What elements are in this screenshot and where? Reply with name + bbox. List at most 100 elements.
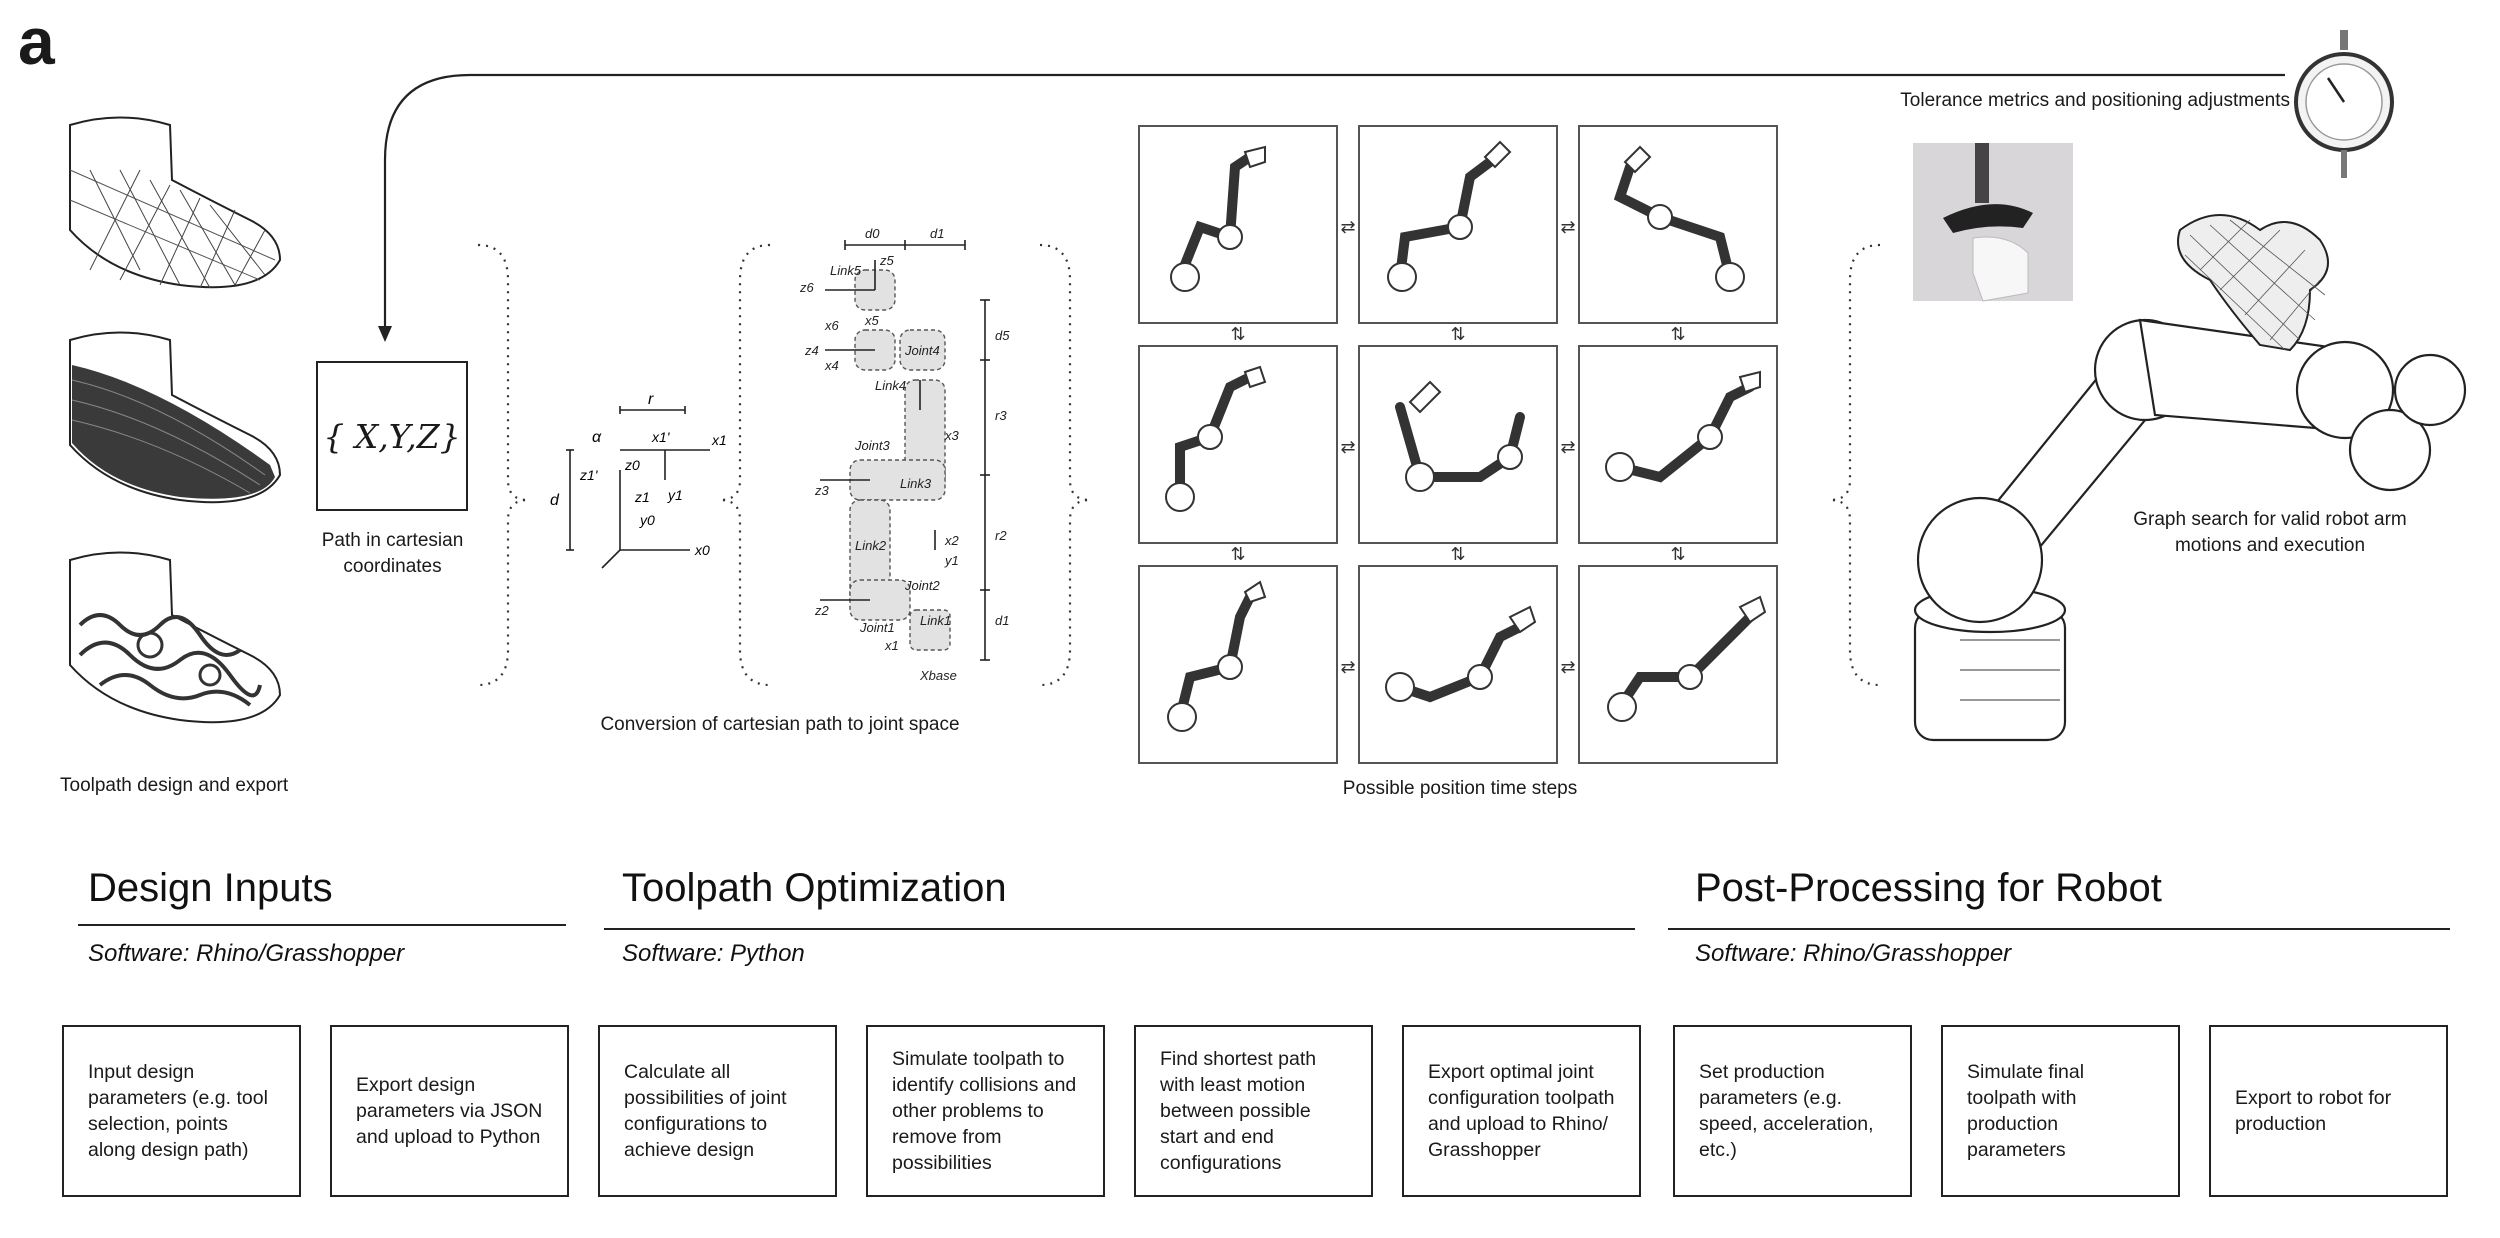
- step-text: Calculate all possibilities of joint con…: [624, 1061, 787, 1161]
- transition-arrow-icon: ⇄: [1560, 437, 1576, 457]
- robot-arm-icon: [1607, 595, 1767, 722]
- transition-arrow-icon: ⇄: [1340, 217, 1356, 237]
- robot-arm-illustration: [1913, 214, 2467, 742]
- kin-link4: Link4: [875, 378, 906, 393]
- kin-z2: z2: [814, 603, 830, 618]
- frame-x1: x1: [711, 432, 727, 448]
- frame-z0: z0: [624, 457, 640, 473]
- robot-photo-icon: [1913, 143, 2073, 302]
- step-box: Calculate all possibilities of joint con…: [598, 1025, 837, 1197]
- pose-grid: ⇄ ⇄ ⇄ ⇄ ⇄ ⇄ ⇅ ⇅ ⇅ ⇅ ⇅ ⇅: [1138, 125, 1778, 767]
- kin-z6: z6: [799, 280, 815, 295]
- kin-link1: Link1: [920, 613, 951, 628]
- frame-d: d: [550, 492, 560, 509]
- step-text: Simulate final toolpath with production …: [1967, 1061, 2085, 1161]
- step-text: Find shortest path with least motion bet…: [1160, 1048, 1317, 1174]
- software-label: Software: Python: [622, 940, 805, 967]
- step-box: Simulate final toolpath with production …: [1941, 1025, 2180, 1197]
- pose-cell: [1578, 345, 1778, 544]
- step-text: Export optimal joint configuration toolp…: [1428, 1061, 1615, 1161]
- transition-arrow-icon: ⇅: [1670, 324, 1686, 344]
- coordinate-frame-diagram: r d α x1' x1 z1' z0 z1 y1 y0 x0: [550, 391, 727, 569]
- transition-arrow-icon: ⇅: [1230, 324, 1246, 344]
- frame-x1p: x1': [651, 429, 671, 445]
- frame-r: r: [648, 391, 654, 408]
- kin-xbase: Xbase: [919, 668, 957, 683]
- frame-z1: z1: [634, 489, 650, 505]
- software-label: Software: Rhino/Grasshopper: [88, 940, 405, 967]
- step-box: Export to robot for production: [2209, 1025, 2448, 1197]
- step-box: Input design parameters (e.g. tool selec…: [62, 1025, 301, 1197]
- graph-search-caption: Graph search for valid robot arm motions…: [2133, 509, 2407, 556]
- transition-arrow-icon: ⇅: [1670, 544, 1686, 564]
- kin-d1: d1: [930, 226, 944, 241]
- kin-link2: Link2: [855, 538, 887, 553]
- robot-arm-icon: [1170, 145, 1266, 292]
- robot-arm-icon: [1605, 370, 1761, 483]
- kin-joint4: Joint4: [904, 343, 940, 358]
- transition-arrow-icon: ⇄: [1340, 657, 1356, 677]
- pose-cell: [1138, 125, 1338, 324]
- kin-joint3: Joint3: [854, 438, 890, 453]
- panel-label: a: [18, 4, 55, 78]
- step-text: Export to robot for production: [2235, 1087, 2392, 1135]
- section-title-post-processing: Post-Processing for Robot: [1695, 866, 2162, 910]
- striped-shoe-icon: [69, 331, 282, 504]
- kin-z5: z5: [879, 253, 895, 268]
- step-box: Export optimal joint configuration toolp…: [1402, 1025, 1641, 1197]
- section-title-design-inputs: Design Inputs: [88, 866, 333, 910]
- step-box: Set production parameters (e.g. speed, a…: [1673, 1025, 1912, 1197]
- software-label: Software: Rhino/Grasshopper: [1695, 940, 2012, 967]
- kin-x1: x1: [884, 638, 899, 653]
- robot-arm-icon: [1165, 365, 1267, 512]
- robot-arm-icon: [1385, 605, 1537, 703]
- frame-x0: x0: [694, 542, 710, 558]
- pose-cell: [1138, 345, 1338, 544]
- positions-caption: Possible position time steps: [1342, 778, 1578, 799]
- xyz-label: { X,Y,Z}: [323, 416, 461, 456]
- frame-alpha: α: [592, 429, 602, 446]
- pose-cell: [1578, 125, 1778, 324]
- conversion-caption: Conversion of cartesian path to joint sp…: [600, 714, 960, 735]
- kin-d5: d5: [995, 328, 1010, 343]
- transition-arrow-icon: ⇅: [1450, 544, 1466, 564]
- section-rule: [604, 928, 1635, 930]
- frame-y1: y1: [667, 487, 683, 503]
- section-rule: [1668, 928, 2450, 930]
- kin-x2: x2: [944, 533, 960, 548]
- step-box: Find shortest path with least motion bet…: [1134, 1025, 1373, 1197]
- kin-r3: r3: [995, 408, 1007, 423]
- step-text: Export design parameters via JSON and up…: [356, 1074, 543, 1148]
- robot-arm-icon: [1387, 140, 1512, 292]
- kin-x5: x5: [864, 313, 880, 328]
- kin-z4: z4: [804, 343, 819, 358]
- kin-d1b: d1: [995, 613, 1009, 628]
- transition-arrow-icon: ⇄: [1340, 437, 1356, 457]
- kin-link3: Link3: [900, 476, 932, 491]
- step-box: Export design parameters via JSON and up…: [330, 1025, 569, 1197]
- transition-arrow-icon: ⇅: [1230, 544, 1246, 564]
- step-text: Input design parameters (e.g. tool selec…: [88, 1061, 268, 1161]
- pose-cell: [1358, 345, 1558, 544]
- pose-cell: [1358, 565, 1558, 764]
- step-text: Set production parameters (e.g. speed, a…: [1699, 1061, 1874, 1161]
- toolpath-caption: Toolpath design and export: [60, 775, 289, 796]
- transition-arrow-icon: ⇄: [1560, 657, 1576, 677]
- frame-y0: y0: [639, 512, 655, 528]
- kin-x3: x3: [944, 428, 960, 443]
- shoe-illustrations: [69, 116, 282, 724]
- xyz-box: { X,Y,Z}: [316, 361, 468, 511]
- pose-cell: [1358, 125, 1558, 324]
- lattice-shoe-icon: [69, 116, 282, 289]
- kin-z3: z3: [814, 483, 830, 498]
- kin-link5: Link5: [830, 263, 862, 278]
- tolerance-caption: Tolerance metrics and positioning adjust…: [1900, 90, 2290, 111]
- kin-y1: y1: [944, 553, 959, 568]
- kin-joint1: Joint1: [859, 620, 895, 635]
- kin-d0: d0: [865, 226, 880, 241]
- kin-x6: x6: [824, 318, 840, 333]
- dial-gauge-icon: [2294, 30, 2394, 178]
- robot-arm-icon: [1395, 380, 1525, 492]
- path-caption: Path in cartesian coordinates: [321, 530, 464, 577]
